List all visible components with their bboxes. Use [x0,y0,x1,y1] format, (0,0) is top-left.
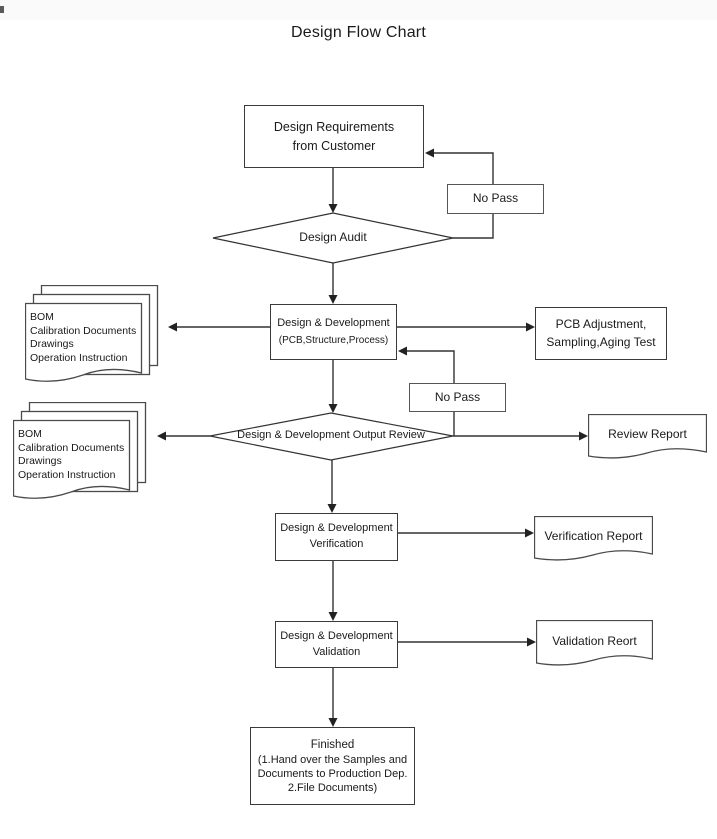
arrowhead-left-icon [168,322,177,332]
document-icon [588,414,707,459]
finished-line2: (1.Hand over the Samples and [257,754,408,767]
arrowhead-down-icon [328,718,338,727]
doc1-line2: Calibration Documents [30,324,137,337]
no-pass-box-mid: No Pass [409,383,506,412]
arrowhead-down-icon [328,204,338,213]
validation-box: Design & Development Validation [275,621,398,668]
design-development-line1: Design & Development [277,316,390,329]
document-icon [534,516,653,561]
output-documents-stack-2: BOM Calibration Documents Drawings Opera… [13,402,147,514]
design-audit-label: Design Audit [299,230,367,244]
document-stack-text: BOM Calibration Documents Drawings Opera… [18,428,124,482]
pcb-adjustment-box: PCB Adjustment, Sampling,Aging Test [535,307,667,360]
pcb-adjustment-line2: Sampling,Aging Test [546,334,656,349]
output-review-diamond [209,412,454,461]
arrowhead-down-icon [328,295,338,304]
verification-line1: Design & Development [280,522,393,535]
arrowhead-left-icon [398,346,407,356]
document-icon [536,620,653,666]
design-requirements-line2: from Customer [292,138,376,153]
top-strip [0,0,717,20]
validation-report-label: Validation Reort [552,634,637,648]
page-title: Design Flow Chart [290,24,426,41]
design-requirements-box: Design Requirements from Customer [244,105,424,168]
doc2-line4: Operation Instruction [18,468,116,481]
corner-mark [0,6,4,13]
no-pass-label: No Pass [434,389,481,404]
document-stack-text: BOM Calibration Documents Drawings Opera… [30,311,136,365]
design-development-line2: (PCB,Structure,Process) [278,334,389,346]
review-report-doc: Review Report [588,414,707,466]
doc2-line3: Drawings [18,455,62,467]
arrowhead-right-icon [525,528,534,538]
finished-line3: Documents to Production Dep. [257,767,408,780]
verification-box: Design & Development Verification [275,513,398,561]
arrowhead-right-icon [526,322,535,332]
no-pass-box-top: No Pass [447,184,544,214]
design-development-box: Design & Development (PCB,Structure,Proc… [270,304,397,360]
pcb-adjustment-line1: PCB Adjustment, [555,317,647,332]
output-documents-stack-1: BOM Calibration Documents Drawings Opera… [25,285,159,397]
validation-report-doc: Validation Reort [536,620,653,673]
no-pass-label: No Pass [472,191,519,206]
document-stack-icon [13,402,147,499]
arrowhead-left-icon [157,431,166,441]
doc2-line2: Calibration Documents [18,441,125,454]
finished-line4: 2.File Documents) [287,781,378,794]
verification-line2: Verification [309,538,364,550]
doc2-line1: BOM [18,428,42,440]
doc1-line1: BOM [30,311,54,323]
design-audit-diamond [212,212,454,264]
arrowhead-right-icon [579,431,588,441]
validation-line1: Design & Development [280,629,393,642]
design-requirements-line1: Design Requirements [273,120,395,135]
arrowhead-left-icon [425,148,434,158]
finished-box: Finished (1.Hand over the Samples and Do… [250,727,415,805]
arrowhead-down-icon [328,612,338,621]
arrowhead-right-icon [527,637,536,647]
arrowhead-down-icon [328,404,338,413]
validation-line2: Validation [312,645,361,658]
doc1-line3: Drawings [30,338,74,350]
document-stack-icon [25,285,159,382]
verification-report-label: Verification Report [544,529,643,543]
finished-line1: Finished [310,738,355,751]
review-report-label: Review Report [608,427,687,441]
doc1-line4: Operation Instruction [30,351,128,364]
verification-report-doc: Verification Report [534,516,653,568]
arrowhead-down-icon [327,504,337,513]
output-review-label: Design & Development Output Review [237,429,425,441]
